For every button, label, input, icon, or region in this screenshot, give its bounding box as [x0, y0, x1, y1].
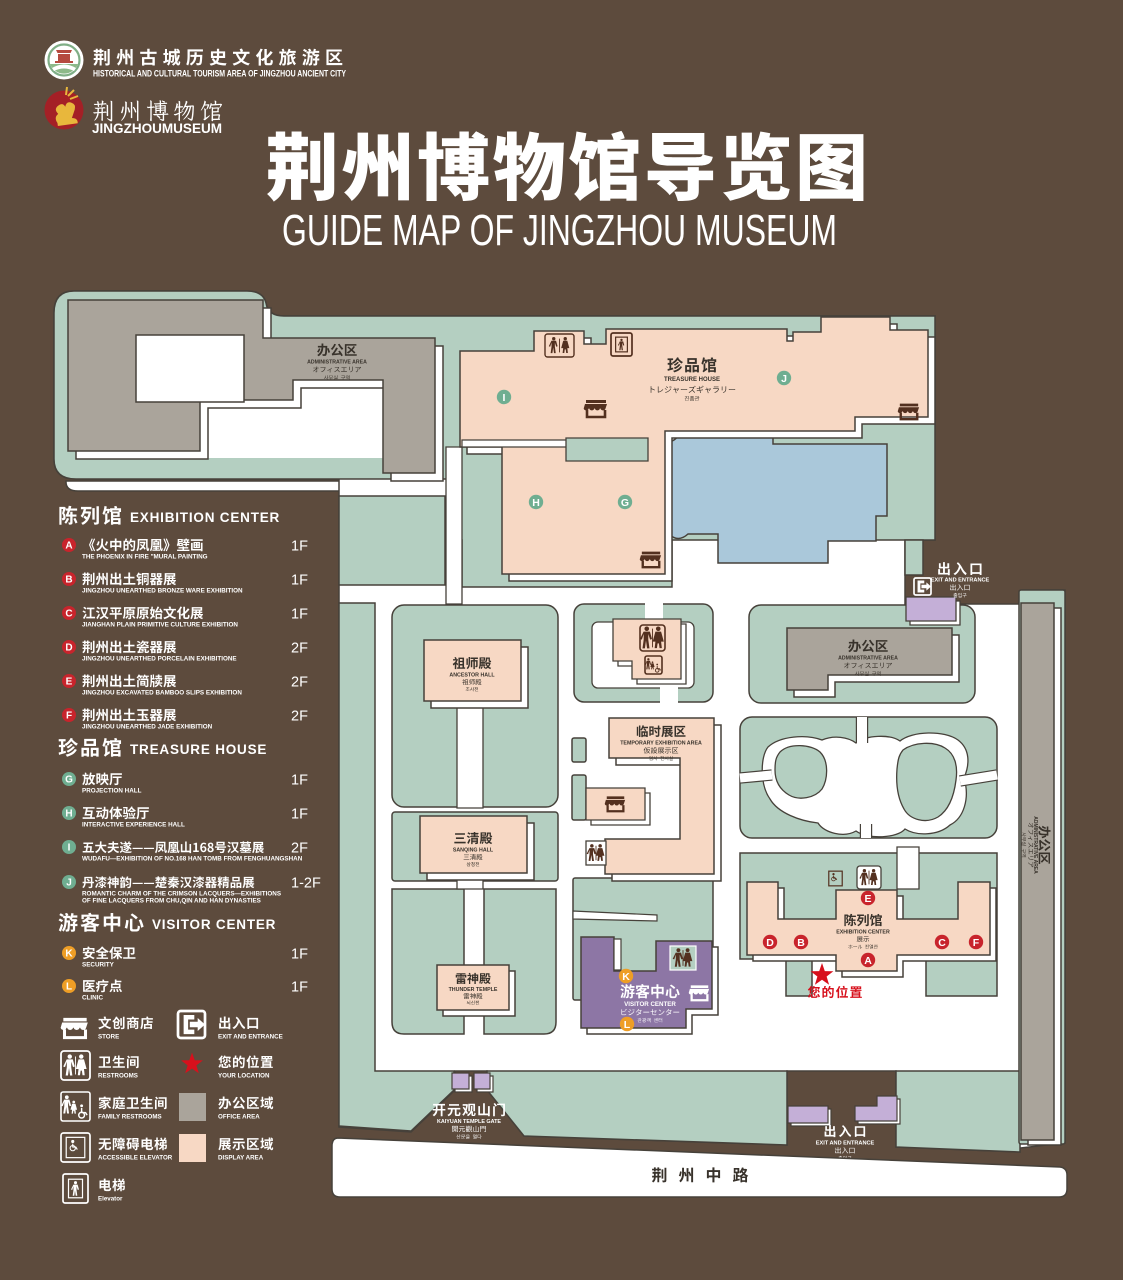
svg-text:TREASURE HOUSE: TREASURE HOUSE	[130, 742, 267, 757]
svg-text:JINGZHOUMUSEUM: JINGZHOUMUSEUM	[92, 121, 222, 136]
svg-text:1F: 1F	[291, 980, 308, 996]
svg-text:EXIT AND ENTRANCE: EXIT AND ENTRANCE	[218, 1034, 283, 1041]
svg-text:THE PHOENIX IN FIRE "MURAL PAI: THE PHOENIX IN FIRE "MURAL PAINTING	[82, 554, 208, 561]
svg-text:1F: 1F	[291, 573, 308, 589]
svg-text:KAIYUAN TEMPLE GATE: KAIYUAN TEMPLE GATE	[437, 1119, 501, 1125]
svg-text:K: K	[622, 971, 630, 983]
svg-text:G: G	[621, 497, 629, 509]
svg-text:ANCESTOR HALL: ANCESTOR HALL	[449, 673, 495, 679]
svg-text:E: E	[864, 893, 871, 905]
svg-text:OF FINE LACQUERS FROM CHU,QIN: OF FINE LACQUERS FROM CHU,QIN AND HAN DY…	[82, 898, 261, 905]
svg-text:F: F	[973, 937, 980, 949]
svg-text:CLINIC: CLINIC	[82, 995, 103, 1002]
svg-text:VISITOR CENTER: VISITOR CENTER	[624, 1001, 676, 1008]
svg-text:OFFICE AREA: OFFICE AREA	[218, 1114, 260, 1121]
svg-text:E: E	[66, 677, 73, 688]
svg-text:1-2F: 1-2F	[291, 876, 321, 892]
svg-text:D: D	[65, 643, 72, 654]
svg-text:L: L	[624, 1019, 631, 1031]
svg-text:WUDAFU—EXHIBITION OF NO.168 HA: WUDAFU—EXHIBITION OF NO.168 HAN TOMB FRO…	[82, 856, 303, 863]
svg-text:JINGZHOU EXCAVATED BAMBOO SLIP: JINGZHOU EXCAVATED BAMBOO SLIPS EXHIBITI…	[82, 690, 242, 697]
svg-text:ACCESSIBLE ELEVATOR: ACCESSIBLE ELEVATOR	[98, 1155, 173, 1162]
svg-text:1F: 1F	[291, 947, 308, 963]
svg-text:A: A	[864, 955, 872, 967]
svg-text:JINGZHOU UNEARTHED JADE EXHIBI: JINGZHOU UNEARTHED JADE EXHIBITION	[82, 724, 213, 731]
svg-text:THUNDER TEMPLE: THUNDER TEMPLE	[449, 987, 498, 993]
svg-text:TREASURE HOUSE: TREASURE HOUSE	[664, 377, 720, 383]
svg-text:DISPLAY AREA: DISPLAY AREA	[218, 1155, 264, 1162]
svg-text:F: F	[66, 711, 72, 722]
svg-text:1F: 1F	[291, 607, 308, 623]
svg-text:SANQING HALL: SANQING HALL	[453, 848, 494, 854]
svg-text:JINGZHOU UNEARTHED BRONZE WARE: JINGZHOU UNEARTHED BRONZE WARE EXHIBITIO…	[82, 588, 243, 595]
svg-text:ROMANTIC CHARM OF THE CRIMSON: ROMANTIC CHARM OF THE CRIMSON LACQUERS—E…	[82, 891, 281, 898]
svg-text:1F: 1F	[291, 807, 308, 823]
svg-text:2F: 2F	[291, 675, 308, 691]
svg-text:EXHIBITION CENTER: EXHIBITION CENTER	[836, 930, 890, 936]
svg-text:STORE: STORE	[98, 1034, 119, 1041]
svg-text:PROJECTION HALL: PROJECTION HALL	[82, 788, 142, 795]
svg-text:D: D	[766, 937, 774, 949]
svg-text:INTERACTIVE EXPERIENCE HALL: INTERACTIVE EXPERIENCE HALL	[82, 822, 185, 829]
svg-text:Elevator: Elevator	[98, 1196, 123, 1203]
svg-text:2F: 2F	[291, 641, 308, 657]
svg-text:K: K	[65, 949, 73, 960]
svg-text:ADMINISTRATIVE AREA: ADMINISTRATIVE AREA	[307, 360, 367, 366]
svg-text:JIANGHAN PLAIN PRIMITIVE CULTU: JIANGHAN PLAIN PRIMITIVE CULTURE EXHIBIT…	[82, 622, 238, 629]
svg-text:C: C	[65, 609, 72, 620]
svg-text:B: B	[797, 937, 805, 949]
svg-text:J: J	[66, 878, 72, 889]
svg-text:2F: 2F	[291, 709, 308, 725]
svg-text:SECURITY: SECURITY	[82, 962, 115, 969]
svg-text:EXIT AND ENTRANCE: EXIT AND ENTRANCE	[931, 578, 990, 584]
svg-text:JINGZHOU UNEARTHED PORCELAIN E: JINGZHOU UNEARTHED PORCELAIN EXHIBITIONE	[82, 656, 237, 663]
svg-text:EXIT AND ENTRANCE: EXIT AND ENTRANCE	[816, 1141, 875, 1147]
svg-text:ADMINISTRATIVE AREA: ADMINISTRATIVE AREA	[1032, 816, 1038, 874]
svg-text:B: B	[65, 575, 72, 586]
svg-text:L: L	[66, 982, 72, 993]
svg-text:YOUR LOCATION: YOUR LOCATION	[218, 1073, 270, 1080]
svg-text:G: G	[65, 775, 73, 786]
svg-text:J: J	[781, 373, 787, 385]
svg-text:H: H	[532, 497, 540, 509]
svg-text:C: C	[938, 937, 946, 949]
svg-text:GUIDE MAP OF JINGZHOU MUSEUM: GUIDE MAP OF JINGZHOU MUSEUM	[282, 206, 837, 255]
svg-text:EXHIBITION CENTER: EXHIBITION CENTER	[130, 510, 280, 525]
svg-text:TEMPORARY EXHIBITION AREA: TEMPORARY EXHIBITION AREA	[620, 741, 702, 747]
svg-text:A: A	[65, 541, 72, 552]
svg-text:H: H	[65, 809, 72, 820]
svg-text:1F: 1F	[291, 773, 308, 789]
svg-text:RESTROOMS: RESTROOMS	[98, 1073, 138, 1080]
svg-text:ADMINISTRATIVE AREA: ADMINISTRATIVE AREA	[838, 656, 898, 662]
svg-text:I: I	[68, 843, 71, 854]
svg-text:FAMILY RESTROOMS: FAMILY RESTROOMS	[98, 1114, 162, 1121]
svg-text:I: I	[503, 392, 506, 404]
svg-text:HISTORICAL AND CULTURAL TOURIS: HISTORICAL AND CULTURAL TOURISM AREA OF …	[93, 68, 347, 79]
svg-text:VISITOR CENTER: VISITOR CENTER	[152, 917, 276, 932]
svg-text:1F: 1F	[291, 539, 308, 555]
svg-text:2F: 2F	[291, 841, 308, 857]
